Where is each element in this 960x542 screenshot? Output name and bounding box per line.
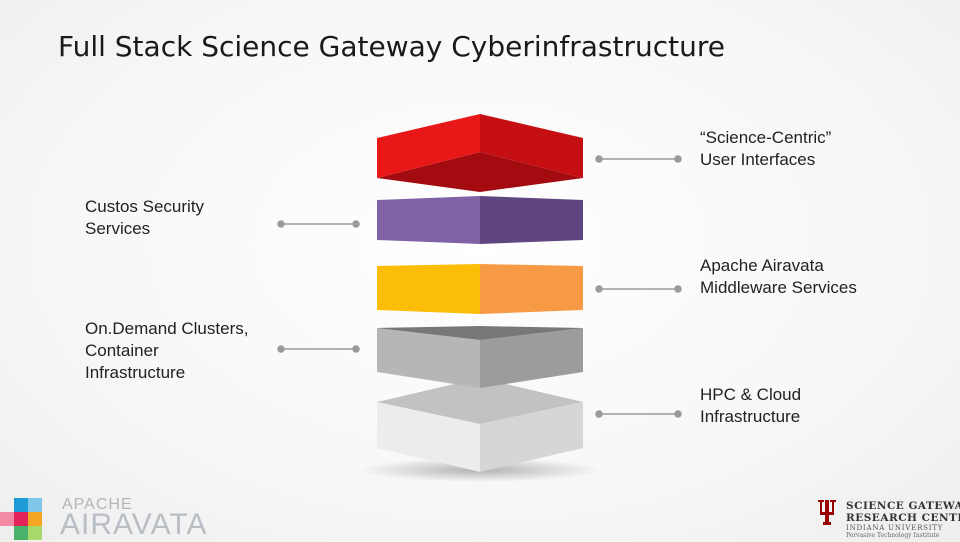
- layer-clusters: [377, 326, 583, 388]
- label-security-services: Custos Security Services: [85, 197, 205, 238]
- logo-sgrc-line2: RESEARCH CENTER: [846, 512, 960, 524]
- layer-middleware-left-face: [377, 264, 480, 314]
- logo-sgrc-line1: SCIENCE GATEWAYS: [846, 500, 960, 512]
- layer-security-left-face: [377, 196, 480, 244]
- connector-clusters: [277, 345, 360, 353]
- layer-security-right-face: [480, 196, 583, 244]
- layer-user-interfaces: [377, 114, 583, 192]
- layer-ui-under-face: [377, 152, 583, 192]
- layer-security: [377, 196, 583, 244]
- logo-sgrc-line4: Pervasive Technology Institute: [846, 532, 940, 539]
- logo-airavata-text: AIRAVATA: [60, 508, 208, 541]
- layer-clusters-right-face: [480, 328, 583, 388]
- logo-sgrc-line3: INDIANA UNIVERSITY: [846, 524, 944, 532]
- sgrc-logo: SCIENCE GATEWAYS RESEARCH CENTER INDIANA…: [812, 494, 960, 540]
- label-middleware-services: Apache Airavata Middleware Services: [700, 256, 857, 297]
- connector-hpc: [595, 410, 682, 418]
- layer-hpc-left-face: [377, 402, 480, 472]
- logo-apache-text: APACHE: [62, 496, 133, 513]
- layer-clusters-top-face: [377, 326, 583, 340]
- layer-hpc-top-face: [377, 378, 583, 424]
- layer-hpc-cloud: [377, 378, 583, 472]
- layer-hpc-right-face: [480, 402, 583, 472]
- label-container-infrastructure: On.Demand Clusters, Container Infrastruc…: [85, 319, 249, 382]
- layer-clusters-left-face: [377, 328, 480, 388]
- iu-trident-icon: [818, 500, 836, 525]
- airavata-mosaic-icon: [0, 498, 42, 540]
- label-hpc-cloud: HPC & Cloud Infrastructure: [700, 385, 802, 426]
- connector-security: [277, 220, 360, 228]
- connector-middleware: [595, 285, 682, 293]
- layer-ui-right-face: [480, 114, 583, 178]
- layer-middleware-right-face: [480, 264, 583, 314]
- connector-ui: [595, 155, 682, 163]
- page-title: Full Stack Science Gateway Cyberinfrastr…: [58, 30, 725, 63]
- label-user-interfaces: “Science-Centric” User Interfaces: [700, 128, 832, 169]
- layer-ui-left-face: [377, 114, 480, 178]
- layer-middleware: [377, 264, 583, 314]
- apache-airavata-logo: APACHE AIRAVATA: [0, 494, 206, 541]
